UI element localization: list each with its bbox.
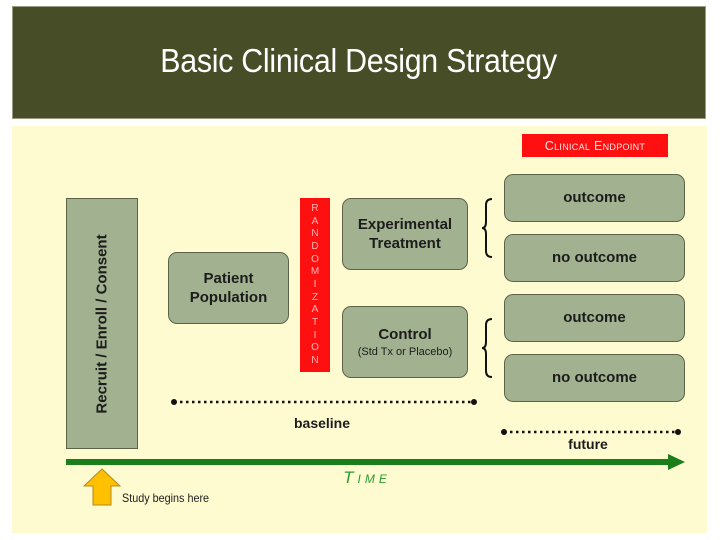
- patient-population-line2: Population: [189, 289, 268, 306]
- experimental-brace-icon: [481, 198, 493, 258]
- baseline-end-dot: [471, 399, 477, 405]
- randomization-letter: I: [313, 278, 317, 290]
- patient-population-box: Patient Population: [168, 252, 289, 324]
- future-start-dot: [501, 429, 507, 435]
- recruit-enroll-consent-box: Recruit / Enroll / Consent: [66, 198, 138, 449]
- outcome-label: outcome: [563, 189, 626, 207]
- randomization-letter: A: [311, 304, 319, 316]
- time-arrowhead-icon: [668, 454, 685, 470]
- study-begins-label: Study begins here: [122, 491, 210, 505]
- no-outcome-label: no outcome: [552, 249, 637, 267]
- slide-title: Basic Clinical Design Strategy: [160, 41, 558, 79]
- randomization-letter: D: [311, 240, 319, 252]
- control-no-outcome-box: no outcome: [504, 354, 685, 402]
- randomization-letter: M: [310, 266, 320, 278]
- clinical-endpoint-header: Clinical Endpoint: [522, 134, 668, 157]
- randomization-letter: Z: [311, 291, 319, 303]
- no-outcome-label: no outcome: [552, 369, 637, 387]
- control-title: Control: [378, 326, 432, 344]
- randomization-letter: O: [311, 342, 319, 354]
- patient-population-line1: Patient: [203, 269, 254, 287]
- randomization-letter: T: [311, 316, 319, 328]
- experimental-outcome-box: outcome: [504, 174, 685, 222]
- control-outcome-box: outcome: [504, 294, 685, 342]
- randomization-letter: N: [311, 228, 319, 240]
- randomization-letter: I: [313, 329, 317, 341]
- slide-header: Basic Clinical Design Strategy: [12, 6, 706, 119]
- study-start-arrow-icon: [82, 468, 122, 506]
- randomization-letter: N: [311, 354, 319, 366]
- experimental-line1: Experimental: [357, 215, 453, 233]
- control-brace-icon: [481, 318, 493, 378]
- randomization-bar: R A N D O M I Z A T I O N: [300, 198, 330, 372]
- time-axis-line: [66, 459, 671, 465]
- control-subtitle: (Std Tx or Placebo): [357, 345, 453, 358]
- future-end-dot: [675, 429, 681, 435]
- experimental-treatment-box: Experimental Treatment: [342, 198, 468, 270]
- baseline-start-dot: [171, 399, 177, 405]
- randomization-letter: O: [311, 253, 319, 265]
- randomization-letter: A: [311, 215, 319, 227]
- control-box: Control (Std Tx or Placebo): [342, 306, 468, 378]
- time-axis-label: Time: [343, 468, 391, 487]
- experimental-no-outcome-box: no outcome: [504, 234, 685, 282]
- outcome-label: outcome: [563, 309, 626, 327]
- baseline-label: baseline: [293, 415, 351, 431]
- experimental-line2: Treatment: [369, 235, 441, 252]
- randomization-letter: R: [311, 203, 319, 214]
- future-label: future: [568, 436, 608, 452]
